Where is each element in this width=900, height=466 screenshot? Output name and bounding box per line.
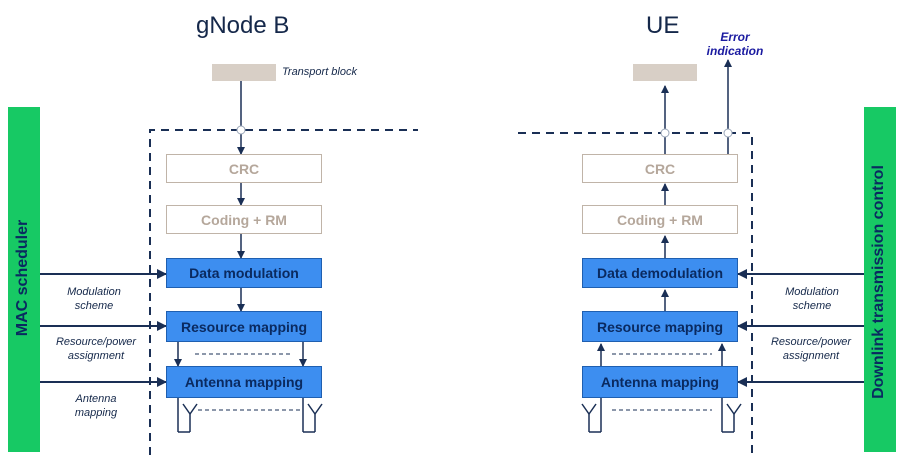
tx-transport-block [212,64,276,81]
left-resource-label: Resource/power assignment [55,336,137,362]
mac-scheduler-label: MAC scheduler [14,219,31,337]
downlink-control-label: Downlink transmission control [870,165,887,399]
right-resource-label: Resource/power assignment [770,336,852,362]
tx-coding-block: Coding + RM [166,205,322,234]
rx-antenna-left-icon [581,398,602,433]
rx-antenna-right-icon [721,398,742,433]
rx-coding-block: Coding + RM [582,205,738,234]
tx-data-modulation-block: Data modulation [166,258,322,288]
rx-antenna-mapping-block: Antenna mapping [582,366,738,398]
error-indication-label: Error indication [706,30,764,58]
rx-crc-block: CRC [582,154,738,183]
tx-antenna-right-icon [302,398,323,433]
left-modulation-label: Modulation scheme [67,286,121,312]
downlink-control-bar [864,107,896,452]
gnodeb-title: gNode B [196,12,290,39]
rx-resource-mapping-block: Resource mapping [582,311,738,342]
mac-scheduler-bar [8,107,40,452]
ue-title: UE [646,12,680,39]
right-modulation-label: Modulation scheme [785,286,839,312]
tx-antenna-mapping-block: Antenna mapping [166,366,322,398]
transport-block-label: Transport block [282,66,357,78]
tx-antenna-left-icon [177,398,198,433]
left-antenna-label: Antenna mapping [74,393,118,419]
gnb-boundary [149,129,418,455]
ue-boundary [518,132,753,455]
rx-data-demodulation-block: Data demodulation [582,258,738,288]
tx-resource-mapping-block: Resource mapping [166,311,322,342]
rx-transport-block [633,64,697,81]
tx-crc-block: CRC [166,154,322,183]
